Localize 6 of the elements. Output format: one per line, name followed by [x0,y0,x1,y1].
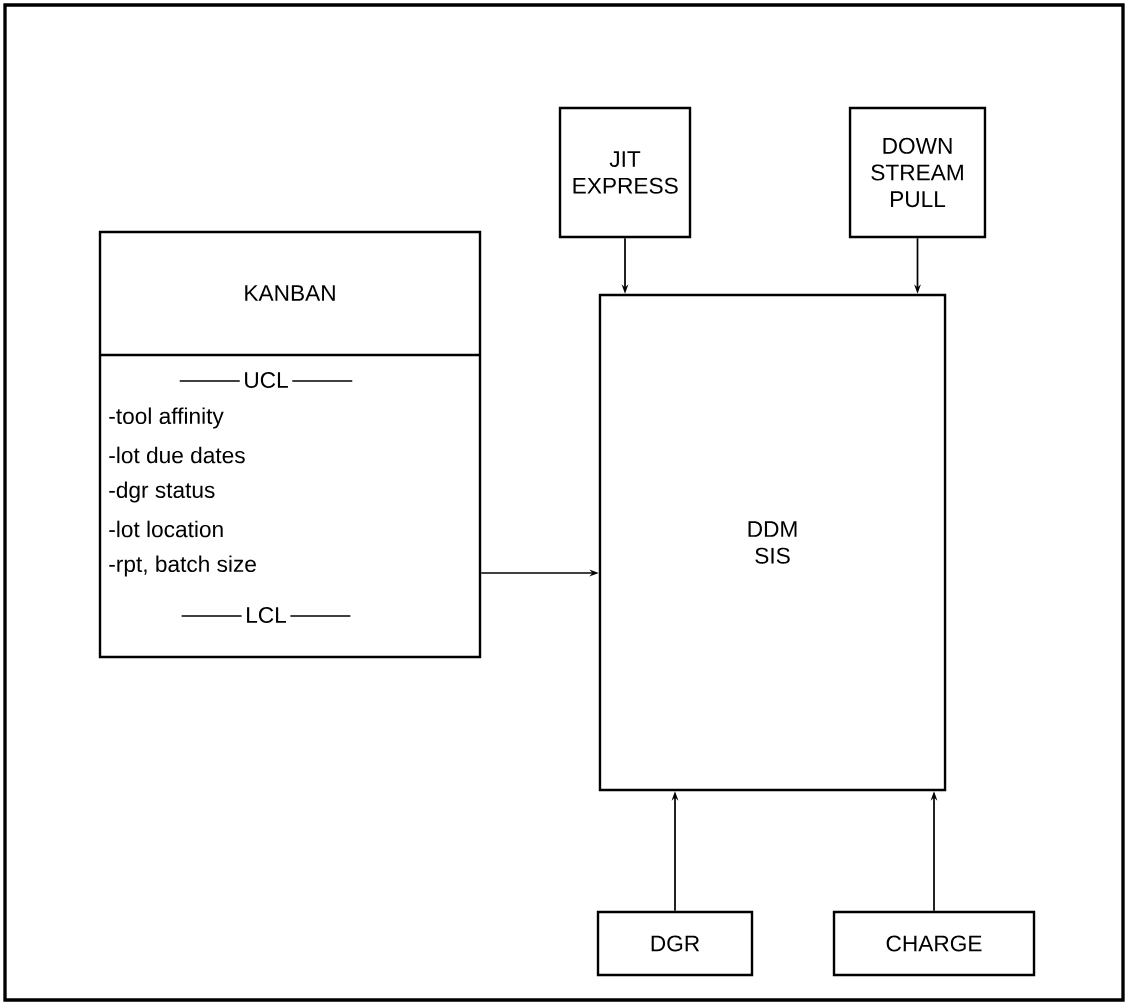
list-box: KANBAN UCL -tool affinity -lot due dates -dgr status -lot location -rpt, batch size LCL [98,230,482,659]
process-box: CHARGE [832,910,1036,977]
process-box: DOWN STREAM PULL [848,106,987,239]
process-box: DDM SIS [598,293,947,792]
process-box: JIT EXPRESS [558,106,692,239]
process-box: DGR [596,910,754,977]
